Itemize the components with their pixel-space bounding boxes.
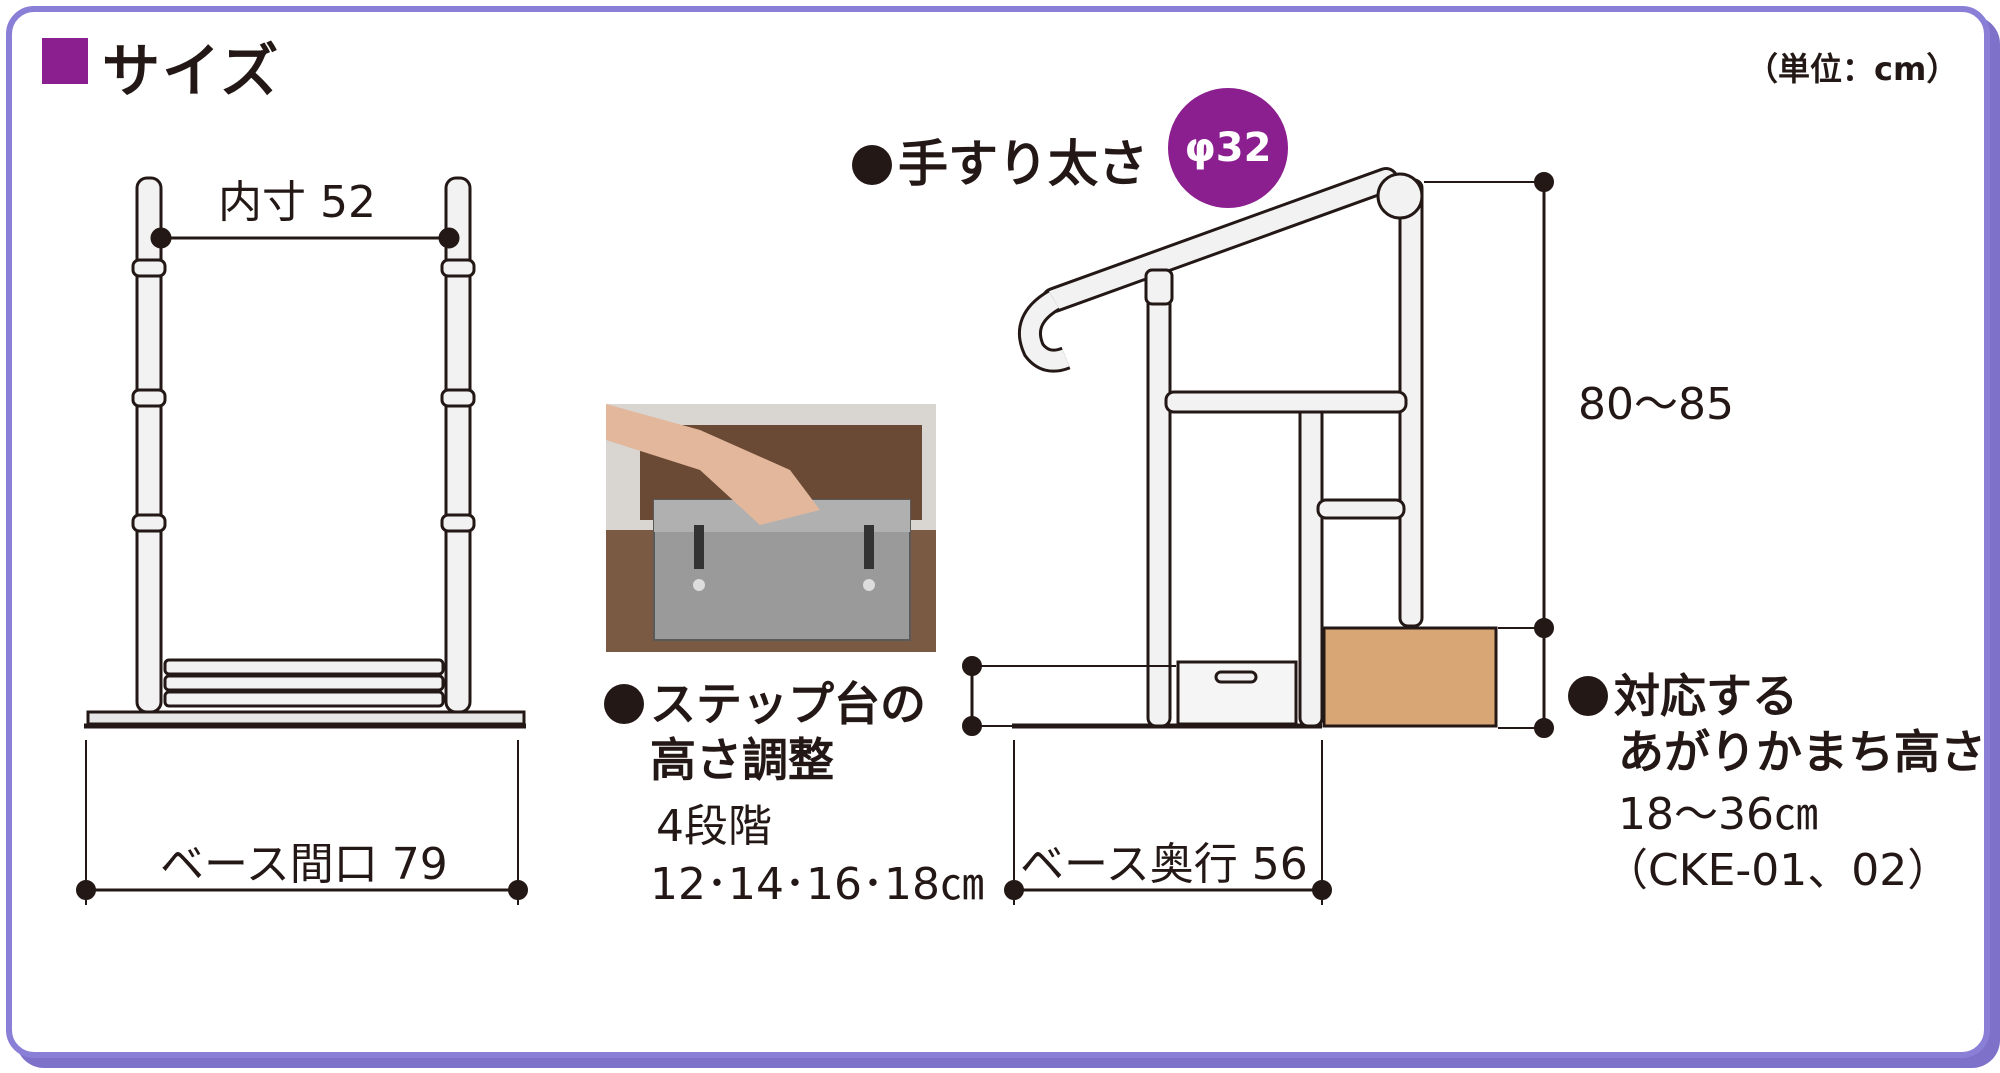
side-view-frame [1012, 167, 1424, 729]
title-square-icon [42, 38, 88, 84]
base-depth-dimension [1004, 740, 1332, 905]
height-label: 80～85 [1578, 379, 1734, 430]
entrance-heading: 対応する [1568, 660, 1798, 726]
entrance-models: （CKE-01、02） [1604, 845, 1952, 896]
step-adjust-photo [606, 404, 936, 652]
grip-heading: 手すり太さ [852, 124, 1148, 196]
step-height-dimension [962, 656, 1176, 736]
step-heading-line2: 高さ調整 [650, 733, 834, 787]
base-width-dimension [76, 740, 528, 905]
base-width-label: ベース間口 79 [160, 839, 448, 890]
entrance-range: 18～36㎝ [1618, 789, 1818, 840]
section-title: サイズ [102, 37, 281, 105]
base-depth-label: ベース奥行 56 [1020, 839, 1308, 890]
inner-width-dimension [150, 227, 460, 249]
grip-diameter-badge: φ32 [1168, 88, 1288, 208]
entrance-step-box [1322, 626, 1498, 728]
step-levels: 4段階 [656, 801, 772, 852]
size-card [6, 6, 1990, 1058]
bullet-icon [852, 145, 892, 185]
inner-width-label: 内寸 52 [218, 177, 376, 228]
entrance-heading-line2: あがりかまち高さ [1618, 725, 1986, 779]
front-view-frame [84, 176, 526, 729]
grip-label: 手すり太さ [898, 135, 1148, 193]
step-heading-line1: ステップ台の [650, 677, 926, 731]
step-values: 12･14･16･18㎝ [650, 859, 984, 910]
bullet-icon [604, 684, 644, 724]
height-dimension [1424, 172, 1554, 738]
unit-note: （単位：cm） [1746, 50, 1959, 88]
entrance-heading-line1: 対応する [1614, 669, 1798, 723]
step-adjust-heading: ステップ台の [604, 668, 926, 734]
bullet-icon [1568, 676, 1608, 716]
